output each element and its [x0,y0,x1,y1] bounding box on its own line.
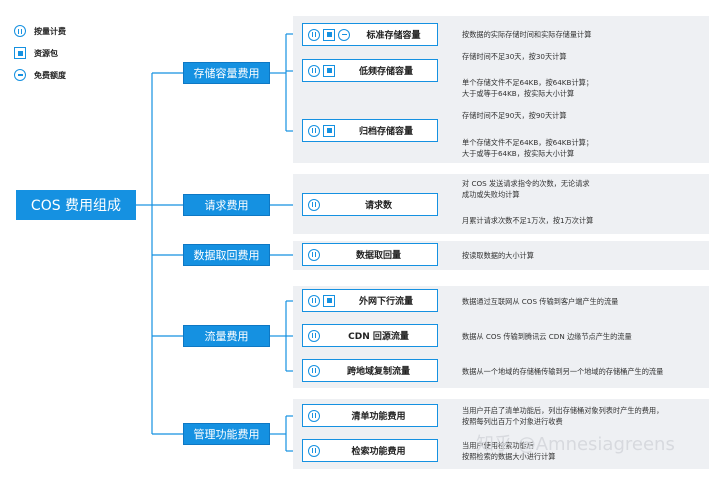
item-standard-storage: 标准存储容量 [302,23,438,46]
desc-line: 单个存储文件不足64KB，按64KB计算； [462,138,594,147]
free-quota-icon [338,28,350,41]
item-infrequent-storage: 低频存储容量 [302,59,438,82]
category-storage: 存储容量费用 [183,62,270,84]
desc-inventory: 当用户开启了清单功能后，列出存储桶对象列表时产生的费用， 按照每列出百万个对象进… [462,405,663,427]
legend-label: 资源包 [34,48,58,58]
root-node-cos-cost: COS 费用组成 [16,190,136,220]
desc-cdn-origin: 数据从 COS 传输到腾讯云 CDN 边缘节点产生的流量 [462,332,632,341]
pay-as-you-go-icon [308,124,320,137]
desc-archive-min-size: 单个存储文件不足64KB，按64KB计算； 大于或等于64KB，按实际大小计算 [462,137,593,159]
desc-line: 成功或失败均计算 [462,190,520,199]
resource-pack-icon [323,64,335,77]
resource-pack-icon [14,47,26,59]
item-cdn-origin: CDN 回源流量 [302,324,438,347]
pay-as-you-go-icon [308,409,320,422]
item-label: 标准存储容量 [366,31,421,41]
category-retrieval: 数据取回费用 [183,244,270,266]
legend-item-free-quota: 免费额度 [14,64,66,86]
pay-as-you-go-icon [308,294,320,307]
desc-line: 单个存储文件不足64KB，按64KB计算； [462,78,594,87]
item-label: 检索功能费用 [351,447,406,457]
item-internet-outbound: 外网下行流量 [302,289,438,312]
legend-item-pay-as-you-go: 按量计费 [14,20,66,42]
legend-label: 按量计费 [34,26,66,36]
desc-cross-region: 数据从一个地域的存储桶传输到另一个地域的存储桶产生的流量 [462,367,664,376]
pay-as-you-go-icon [308,248,320,261]
item-label: 清单功能费用 [351,412,406,422]
item-inventory: 清单功能费用 [302,404,438,427]
pay-as-you-go-icon [308,64,320,77]
resource-pack-icon [323,124,335,137]
item-label: 归档存储容量 [358,127,413,137]
resource-pack-icon [323,294,335,307]
item-requests: 请求数 [302,193,438,216]
item-label: 请求数 [364,201,392,211]
item-label: CDN 回源流量 [348,332,409,342]
desc-line: 对 COS 发送请求指令的次数，无论请求 [462,179,590,188]
item-cross-region-replication: 跨地域复制流量 [302,359,438,382]
desc-select: 当用户使用检索功能后 按照检索的数据大小进行计算 [462,440,555,462]
legend-item-resource-pack: 资源包 [14,42,66,64]
watermark: 知乎 @Amnesiagreens [476,434,675,455]
desc-line: 当用户使用检索功能后 [462,441,534,450]
pay-as-you-go-icon [308,364,320,377]
desc-line: 按照每列出百万个对象进行收费 [462,417,563,426]
pay-as-you-go-icon [308,28,320,41]
free-quota-icon [14,69,26,81]
desc-requests-count: 对 COS 发送请求指令的次数，无论请求 成功或失败均计算 [462,178,590,200]
item-label: 外网下行流量 [358,297,413,307]
desc-line: 当用户开启了清单功能后，列出存储桶对象列表时产生的费用， [462,406,664,415]
desc-line: 大于或等于64KB，按实际大小计算 [462,149,575,158]
item-archive-storage: 归档存储容量 [302,119,438,142]
desc-line: 大于或等于64KB，按实际大小计算 [462,89,575,98]
pay-as-you-go-icon [308,198,320,211]
item-select: 检索功能费用 [302,439,438,462]
category-request: 请求费用 [183,194,270,216]
pay-as-you-go-icon [308,444,320,457]
category-management: 管理功能费用 [183,423,270,445]
desc-internet-outbound: 数据通过互联网从 COS 传输到客户端产生的流量 [462,297,619,306]
legend-label: 免费额度 [34,70,66,80]
item-label: 数据取回量 [355,251,401,261]
desc-archive-min-days: 存储时间不足90天，按90天计算 [462,111,567,120]
desc-requests-minimum: 月累计请求次数不足1万次，按1万次计算 [462,216,594,225]
desc-infrequent-min-size: 单个存储文件不足64KB，按64KB计算； 大于或等于64KB，按实际大小计算 [462,77,593,99]
item-retrieval-amount: 数据取回量 [302,243,438,266]
desc-standard-storage: 按数据的实际存储时间和实际存储量计算 [462,30,592,39]
item-label: 跨地域复制流量 [346,367,410,377]
desc-line: 按照检索的数据大小进行计算 [462,452,556,461]
desc-retrieval: 按读取数据的大小计算 [462,251,534,260]
pay-as-you-go-icon [14,25,26,37]
item-label: 低频存储容量 [358,67,413,77]
legend: 按量计费 资源包 免费额度 [14,20,66,86]
resource-pack-icon [323,28,335,41]
category-traffic: 流量费用 [183,325,270,347]
desc-infrequent-min-days: 存储时间不足30天，按30天计算 [462,52,567,61]
pay-as-you-go-icon [308,329,320,342]
